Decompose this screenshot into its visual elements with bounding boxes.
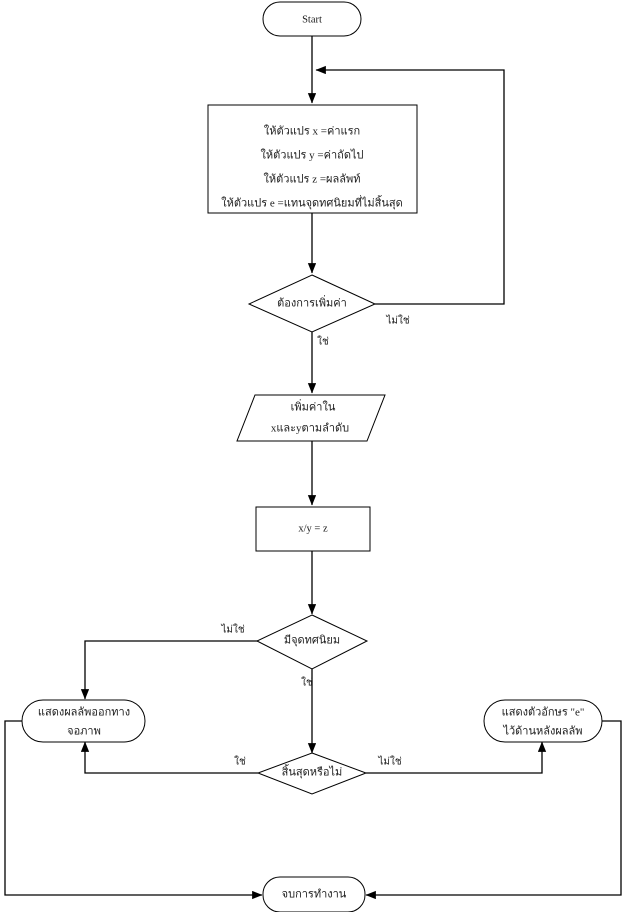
connector-decision-add-no-loop (315, 65, 505, 305)
node-display-e[interactable]: แสดงตัวอักษร "e" ไว้ด้านหลังผลลัพ (483, 699, 603, 743)
start-shape (262, 1, 362, 37)
init-line-2: ให้ตัวแปร y =ค่าถัดไป (261, 149, 364, 162)
node-decision-end[interactable]: สิ้นสุดหรือไม่ (256, 752, 368, 795)
node-decision-decimal[interactable]: มีจุดทศนิยม (255, 614, 369, 670)
connector-display-e-to-end (365, 720, 622, 900)
compute-label: x/y = z (298, 523, 328, 534)
end-label: จบการทำงาน (282, 889, 347, 901)
connector-decimal-no-to-display-result (80, 640, 258, 700)
node-init[interactable]: ให้ตัวแปร x =ค่าแรก ให้ตัวแปร y =ค่าถัดไ… (207, 104, 418, 214)
connector-end-no-to-display-e (366, 741, 547, 774)
node-end[interactable]: จบการทำงาน (262, 876, 366, 912)
node-compute[interactable]: x/y = z (255, 506, 371, 552)
input-values-shape (236, 394, 386, 442)
init-line-1: ให้ตัวแปร x =ค่าแรก (264, 125, 360, 138)
display-result-shape (21, 699, 146, 743)
display-e-line-1: แสดงตัวอักษร "e" (502, 707, 585, 719)
edge-label-end-no: ไม่ใช่ (377, 755, 402, 767)
init-line-4: ให้ตัวแปร e =แทนจุดทศนิยมที่ไม่สิ้นสุด (221, 195, 403, 210)
decision-add-shape (247, 274, 377, 333)
compute-shape (255, 506, 371, 552)
edge-label-decimal-no: ไม่ใช่ (220, 623, 245, 635)
connector-display-result-to-end (4, 720, 263, 900)
edge-label-add-yes: ใช่ (317, 335, 329, 347)
node-display-result[interactable]: แสดงผลลัพออกทาง จอภาพ (21, 699, 146, 743)
input-values-line-1: เพิ่มค่าใน (291, 399, 336, 414)
input-values-line-2: xและyตามลำดับ (271, 423, 349, 435)
edge-label-add-no: ไม่ใช่ (385, 314, 410, 326)
display-result-line-2: จอภาพ (67, 726, 101, 738)
end-shape (262, 876, 366, 912)
node-start[interactable]: Start (262, 1, 362, 37)
edge-label-decimal-yes: ใช่ (301, 676, 313, 688)
init-shape (207, 104, 418, 214)
decision-decimal-label: มีจุดทศนิยม (284, 634, 340, 647)
display-e-shape (483, 699, 603, 743)
display-result-line-1: แสดงผลลัพออกทาง (38, 707, 130, 719)
node-input-values[interactable]: เพิ่มค่าใน xและyตามลำดับ (236, 394, 386, 442)
decision-add-label: ต้องการเพิ่มค่า (277, 295, 347, 310)
decision-decimal-shape (255, 614, 369, 670)
display-e-line-2: ไว้ด้านหลังผลลัพ (502, 725, 582, 738)
init-line-3: ให้ตัวแปร z =ผลลัพท์ (264, 173, 361, 186)
start-label: Start (302, 14, 322, 25)
node-decision-add[interactable]: ต้องการเพิ่มค่า (247, 274, 377, 333)
connector-end-yes-to-display-result (80, 741, 258, 774)
edge-label-end-yes: ใช่ (234, 755, 246, 767)
decision-end-shape (256, 752, 368, 795)
decision-end-label: สิ้นสุดหรือไม่ (281, 764, 342, 779)
